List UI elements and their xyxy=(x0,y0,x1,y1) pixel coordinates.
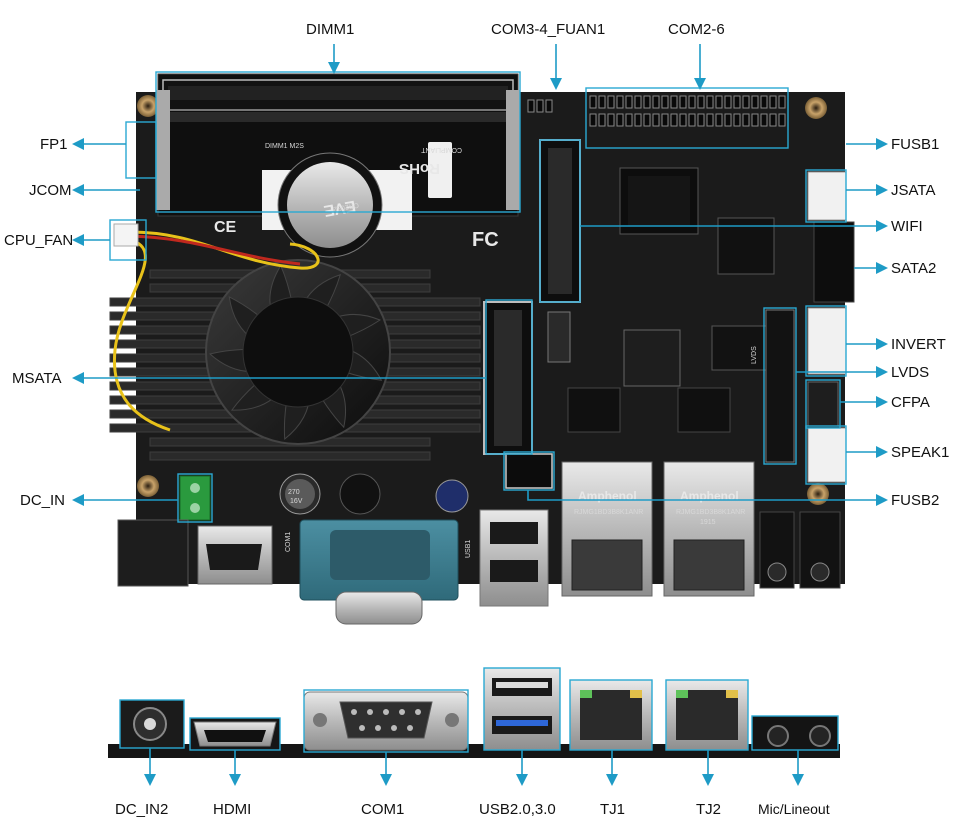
io-panel xyxy=(108,667,840,758)
label-fusb1: FUSB1 xyxy=(891,136,939,153)
label-speak1: SPEAK1 xyxy=(891,444,949,461)
ce-mark: CE xyxy=(214,219,237,236)
speak1-connector xyxy=(807,427,847,483)
lan2-code: RJMG1BD3B8K1ANR xyxy=(676,509,745,516)
label-usb: USB2.0,3.0 xyxy=(479,801,556,818)
cpu-fan xyxy=(205,259,391,445)
label-dc-in2: DC_IN2 xyxy=(115,801,168,818)
dimm-socket: DIMM1 M2S xyxy=(156,73,520,217)
label-cpu-fan: CPU_FAN xyxy=(4,232,73,249)
lan1-brand: Amphenol xyxy=(578,489,637,503)
rohs-logo: RoHS COMPLIANT xyxy=(399,142,462,198)
label-com3-4-fuan1: COM3-4_FUAN1 xyxy=(491,21,605,38)
battery-brand: EVE xyxy=(322,197,357,219)
board: DIMM1 M2S EVE CR2032 RoHS COMPLIANT FC C… xyxy=(109,73,855,625)
coin-battery: EVE CR2032 xyxy=(262,152,412,258)
label-fp1: FP1 xyxy=(40,136,68,153)
com1-db9: COM1 xyxy=(285,519,459,625)
mount-hole-tl xyxy=(137,95,159,117)
dimm-silk: DIMM1 M2S xyxy=(265,143,304,150)
label-tj2: TJ2 xyxy=(696,801,721,818)
rohs-compliant: COMPLIANT xyxy=(420,146,462,153)
io-audio xyxy=(752,716,838,750)
mount-hole-tr xyxy=(805,97,827,119)
label-sata2: SATA2 xyxy=(891,260,936,277)
label-fusb2: FUSB2 xyxy=(891,492,939,509)
io-tj2 xyxy=(665,679,749,751)
io-usb xyxy=(483,667,561,751)
label-jsata: JSATA xyxy=(891,182,935,199)
mount-hole-br xyxy=(807,483,829,505)
label-wifi: WIFI xyxy=(891,218,923,235)
lan-jack-1: Amphenol RJMG1BD3B8K1ANR xyxy=(561,461,653,597)
label-lvds: LVDS xyxy=(891,364,929,381)
cap-label-1: 270 xyxy=(288,489,300,496)
com1-silk: COM1 xyxy=(285,532,292,552)
cap-label-2: 16V xyxy=(290,498,303,505)
lan2-brand: Amphenol xyxy=(680,489,739,503)
cfpa-connector xyxy=(807,381,839,427)
label-jcom: JCOM xyxy=(29,182,72,199)
highlights xyxy=(109,71,847,753)
msata-slot xyxy=(483,301,533,455)
lan2-date: 1915 xyxy=(700,519,716,526)
usb-stack: USB1 xyxy=(465,509,549,607)
lan1-code: RJMG1BD3B8K1ANR xyxy=(574,509,643,516)
hdmi-port-board xyxy=(197,525,273,585)
lvds-connector xyxy=(765,309,795,463)
label-invert: INVERT xyxy=(891,336,946,353)
audio-jacks xyxy=(759,511,841,589)
io-hdmi xyxy=(190,718,280,750)
io-dc-jack xyxy=(119,699,185,749)
leaders xyxy=(72,44,888,786)
lvds-silk: LVDS xyxy=(751,346,758,364)
callout-labels: DIMM1 COM3-4_FUAN1 COM2-6 FP1 JCOM CPU_F… xyxy=(4,21,949,818)
usb-silk: USB1 xyxy=(465,540,472,558)
io-com1 xyxy=(303,691,469,751)
jsata-connector xyxy=(807,171,847,221)
label-tj1: TJ1 xyxy=(600,801,625,818)
fusb2-header xyxy=(505,453,553,489)
mount-hole-bl xyxy=(137,475,159,497)
label-hdmi: HDMI xyxy=(213,801,251,818)
label-mic-lineout: Mic/Lineout xyxy=(758,801,830,817)
label-cfpa: CFPA xyxy=(891,394,930,411)
wifi-slot xyxy=(539,139,581,303)
com-headers xyxy=(527,95,786,127)
label-com2-6: COM2-6 xyxy=(668,21,725,38)
label-dimm1: DIMM1 xyxy=(306,21,354,38)
chipset-area xyxy=(547,167,775,433)
fc-mark: FC xyxy=(472,229,499,251)
rohs-text: RoHS xyxy=(399,160,440,177)
label-dc-in: DC_IN xyxy=(20,492,65,509)
label-com1: COM1 xyxy=(361,801,404,818)
battery-model: CR2032 xyxy=(333,201,360,212)
lan-jack-2: Amphenol RJMG1BD3B8K1ANR 1915 xyxy=(663,461,755,597)
dc-jack-board xyxy=(117,519,189,587)
sata2-connector xyxy=(813,221,855,303)
dc-in-terminal xyxy=(179,475,211,521)
io-tj1 xyxy=(569,679,653,751)
invert-connector xyxy=(807,307,847,375)
label-msata: MSATA xyxy=(12,370,61,387)
